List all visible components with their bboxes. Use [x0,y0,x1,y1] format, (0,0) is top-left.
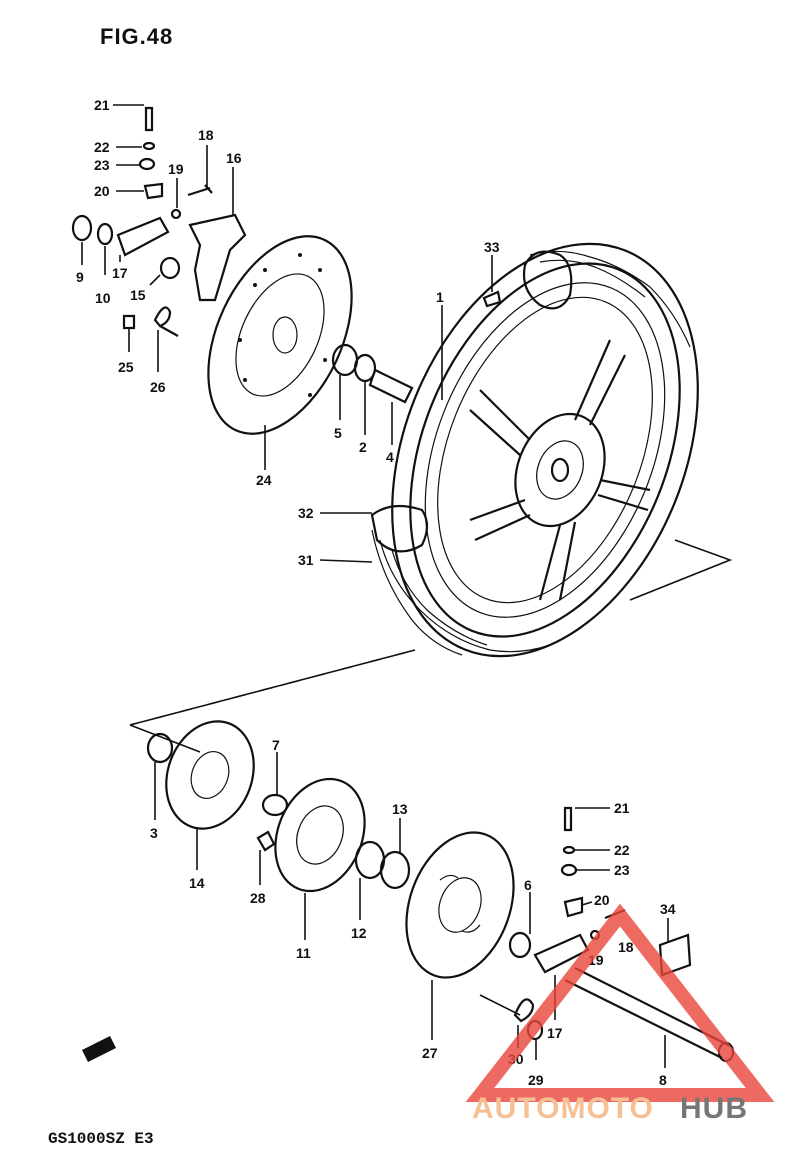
model-code: GS1000SZ E3 [48,1130,154,1148]
svg-text:28: 28 [250,890,266,906]
svg-text:26: 26 [150,379,166,395]
bolt-21-upper [144,106,154,132]
svg-text:10: 10 [95,290,111,306]
collar-15 [159,256,181,280]
torque-link-upper [116,216,170,257]
caliper-bracket [188,213,247,302]
collar-7 [261,793,289,817]
svg-text:4: 4 [386,449,394,465]
nut-9 [71,214,93,242]
svg-text:14: 14 [189,875,205,891]
svg-text:25: 25 [118,359,134,375]
front-direction-arrow-icon [82,1036,116,1062]
svg-text:32: 32 [298,505,314,521]
svg-text:6: 6 [524,877,532,893]
svg-text:24: 24 [256,472,272,488]
svg-text:20: 20 [594,892,610,908]
cush-damper [165,720,255,830]
washer-10 [96,222,114,246]
figure-title: FIG.48 [100,24,174,49]
bearing-3 [146,732,174,764]
svg-text:22: 22 [614,842,630,858]
svg-text:2: 2 [359,439,367,455]
svg-text:18: 18 [618,939,634,955]
svg-text:5: 5 [334,425,342,441]
svg-text:22: 22 [94,139,110,155]
svg-text:21: 21 [94,97,110,113]
svg-text:11: 11 [296,945,311,961]
brake-disc [207,235,353,435]
svg-text:20: 20 [94,183,110,199]
svg-text:3: 3 [150,825,158,841]
svg-text:18: 18 [198,127,214,143]
svg-text:8: 8 [659,1072,667,1088]
svg-text:12: 12 [351,925,367,941]
watermark-triangle-icon [465,903,775,1102]
svg-text:1: 1 [436,289,444,305]
svg-text:17: 17 [547,1025,563,1041]
watermark-text-hub: HUB [680,1092,748,1125]
svg-text:23: 23 [614,862,630,878]
svg-text:9: 9 [76,269,84,285]
svg-text:15: 15 [130,287,146,303]
svg-text:29: 29 [528,1072,544,1088]
svg-text:13: 13 [392,801,408,817]
rear-wheel [370,242,699,658]
rear-sprocket [405,831,515,979]
watermark: AUTOMOTO HUB [465,903,775,1125]
watermark-text-auto: AUTOMOTO [472,1092,654,1125]
svg-text:17: 17 [112,265,128,281]
svg-text:31: 31 [298,552,314,568]
svg-text:19: 19 [168,161,184,177]
callouts: 21 22 23 20 18 19 16 9 10 17 15 25 26 24… [76,97,676,1088]
svg-text:33: 33 [484,239,500,255]
svg-text:16: 16 [226,150,242,166]
svg-text:23: 23 [94,157,110,173]
svg-text:21: 21 [614,800,630,816]
svg-text:27: 27 [422,1045,438,1061]
rear-axle [564,967,731,1059]
svg-text:34: 34 [660,901,676,917]
svg-text:7: 7 [272,737,280,753]
